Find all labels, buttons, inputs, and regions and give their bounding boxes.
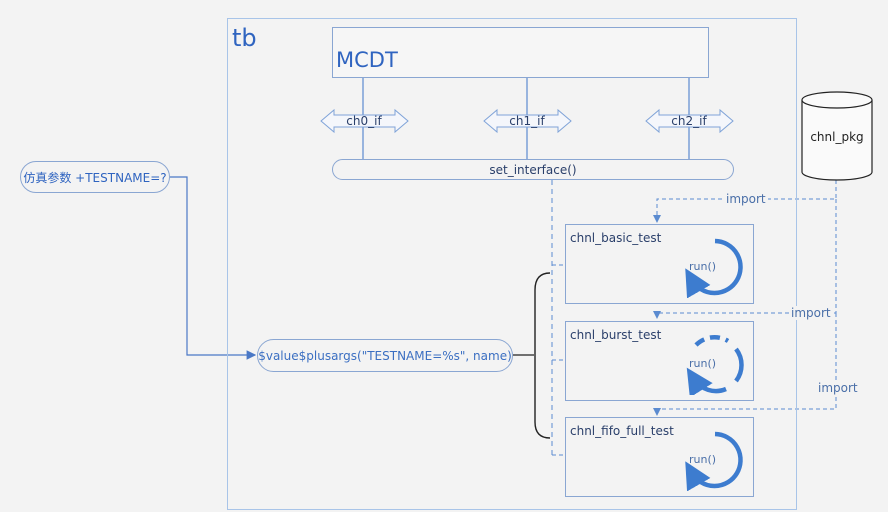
- test-box-fifo-full: chnl_fifo_full_test run(): [565, 417, 754, 497]
- import-label-2: import: [789, 306, 833, 320]
- ch2-label: ch2_if: [671, 114, 707, 128]
- run-cycle-icon: [685, 431, 743, 491]
- ch1-label: ch1_if: [509, 114, 545, 128]
- ch0-label: ch0_if: [346, 114, 382, 128]
- test-name: chnl_burst_test: [570, 328, 662, 342]
- package-label: chnl_pkg: [810, 130, 864, 144]
- test-name: chnl_basic_test: [570, 231, 662, 245]
- set-interface-label: set_interface(): [489, 162, 577, 177]
- ch1-double-arrow: [483, 108, 572, 134]
- tb-label: tb: [232, 24, 257, 52]
- import-label-3: import: [816, 381, 860, 395]
- run-label: run(): [689, 260, 717, 273]
- tb-frame: [227, 18, 797, 510]
- package-cylinder: [801, 91, 873, 181]
- ch0-double-arrow: [320, 108, 409, 134]
- mcdt-box: [332, 27, 709, 78]
- run-label: run(): [689, 453, 717, 466]
- test-box-basic: chnl_basic_test run(): [565, 224, 754, 304]
- run-label: run(): [689, 357, 717, 370]
- plusargs-label: $value$plusargs("TESTNAME=%s", name): [258, 348, 512, 363]
- test-name: chnl_fifo_full_test: [570, 424, 674, 438]
- sim-param-label: 仿真参数 +TESTNAME=?: [23, 170, 167, 185]
- test-box-burst: chnl_burst_test run(): [565, 321, 754, 401]
- ch2-double-arrow: [645, 108, 734, 134]
- import-arrow-3: [653, 313, 837, 416]
- run-cycle-icon: [685, 238, 743, 298]
- param-connector: [170, 176, 257, 360]
- test-select-brace: [534, 272, 551, 439]
- run-cycle-icon: [686, 335, 744, 395]
- set-interface-box: set_interface(): [332, 159, 734, 180]
- plusargs-box: $value$plusargs("TESTNAME=%s", name): [257, 339, 513, 372]
- import-arrow-2: [653, 199, 837, 319]
- mcdt-label: MCDT: [336, 48, 398, 72]
- import-label-1: import: [724, 192, 768, 206]
- sim-param-box: 仿真参数 +TESTNAME=?: [20, 161, 170, 193]
